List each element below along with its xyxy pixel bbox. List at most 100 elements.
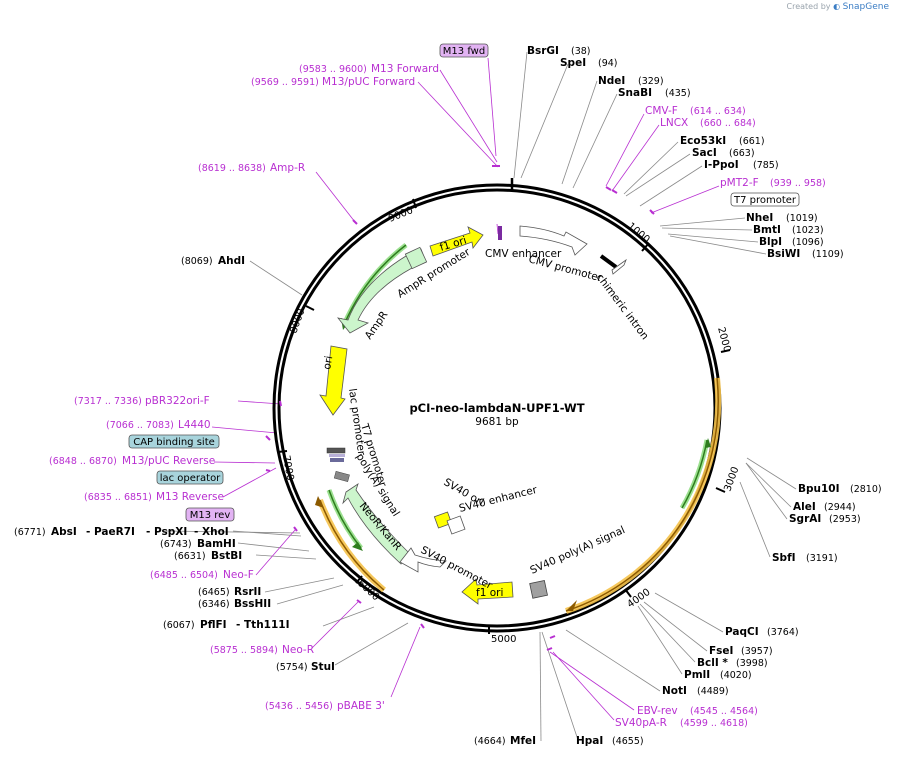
- primer-neo-r[interactable]: (5875 .. 5894)Neo-R: [210, 644, 314, 656]
- watermark-prefix: Created by: [786, 2, 831, 11]
- tick-label-8000: 8000: [288, 307, 307, 335]
- ori-feature[interactable]: [319, 345, 348, 416]
- enzyme-alei[interactable]: AleI(2944): [793, 501, 856, 513]
- enzyme-saci[interactable]: SacI(663): [692, 147, 755, 159]
- chimeric-intron-feature[interactable]: [599, 254, 618, 269]
- primer-m13-puc-forward[interactable]: (9569 .. 9591)M13/pUC Forward: [251, 76, 415, 88]
- primer-marks: [265, 165, 655, 651]
- enzyme-pmli[interactable]: PmlI(4020): [684, 669, 752, 681]
- enzyme-nhei[interactable]: NheI(1019): [746, 212, 818, 224]
- enzyme-noti[interactable]: NotI(4489): [662, 685, 729, 697]
- enzyme-bsiwi[interactable]: BsiWI(1109): [767, 248, 844, 260]
- lac-promoter-label: lac promoter: [346, 388, 367, 457]
- primer-labels: (9583 .. 9600)M13 Forward (9569 .. 9591)…: [49, 63, 826, 729]
- enzyme-bmti[interactable]: BmtI(1023): [753, 224, 824, 236]
- enzyme-bsshii[interactable]: (6346)BssHII: [198, 598, 271, 610]
- tick-label-2000: 2000: [715, 326, 732, 353]
- sv40-promoter-feature[interactable]: [399, 547, 447, 573]
- enzyme-spei[interactable]: SpeI(94): [560, 57, 618, 69]
- snapgene-watermark: Created by ◐ SnapGene: [787, 2, 890, 12]
- primer-m13-puc-reverse[interactable]: (6848 .. 6870)M13/pUC Reverse: [49, 455, 215, 467]
- enzyme-blpi[interactable]: BlpI(1096): [759, 236, 824, 248]
- enzyme-pflfi[interactable]: (6067)PflFI- Tth111I: [163, 619, 290, 631]
- t7-promoter-box[interactable]: [730, 192, 800, 207]
- enzyme-eco53ki[interactable]: Eco53kI(661): [680, 135, 765, 147]
- primer-m13-reverse[interactable]: (6835 .. 6851)M13 Reverse: [84, 491, 224, 503]
- orf-arc-right-line: [565, 377, 719, 612]
- green-arc-neo-arrow: [352, 542, 363, 551]
- enzyme-rsrii[interactable]: (6465)RsrII: [198, 586, 261, 598]
- enzyme-bamhi[interactable]: (6743)BamHI: [160, 538, 236, 550]
- enzyme-hpai[interactable]: HpaI(4655): [576, 735, 644, 747]
- polya-signal-feature[interactable]: [333, 470, 350, 482]
- lac-operator-feature: [330, 458, 344, 462]
- f1-ori-bottom-label: f1 ori: [476, 587, 503, 599]
- ori-label: ori: [321, 355, 335, 371]
- primer-pbabe-3[interactable]: (5436 .. 5456)pBABE 3': [265, 700, 385, 712]
- cap-binding-site-box[interactable]: [128, 434, 220, 449]
- boxed-labels: M13 fwd T7 promoter CAP binding site lac…: [128, 43, 800, 522]
- enzyme-snabi[interactable]: SnaBI(435): [618, 87, 691, 99]
- enzyme-paqci[interactable]: PaqCI(3764): [725, 626, 799, 638]
- f1-ori-bottom-feature[interactable]: [461, 578, 514, 605]
- tick-label-3000: 3000: [722, 465, 741, 493]
- enzyme-ahdi[interactable]: (8069)AhdI: [181, 255, 245, 267]
- lac-operator-label: lac operator: [160, 473, 221, 484]
- sv40-promoter-label: SV40 promoter: [419, 544, 495, 592]
- enzyme-bpu10i[interactable]: Bpu10I(2810): [798, 483, 882, 495]
- sv40-polya-feature[interactable]: [529, 580, 548, 599]
- primer-cmv-f[interactable]: CMV-F(614 .. 634): [645, 105, 746, 117]
- m13-fwd-label: M13 fwd: [443, 46, 485, 57]
- enzyme-leader-lines: [165, 51, 797, 742]
- enzyme-bstbi[interactable]: (6631)BstBI: [174, 550, 242, 562]
- sv40-enhancer-feature[interactable]: [446, 515, 466, 535]
- watermark-brand: SnapGene: [842, 2, 889, 12]
- enzyme-i-ppoi[interactable]: I-PpoI(785): [704, 159, 779, 171]
- chimeric-intron-label: chimeric intron: [594, 272, 651, 343]
- enzyme-fsei[interactable]: FseI(3957): [709, 645, 773, 657]
- tick-label-9000: 9000: [387, 205, 415, 225]
- m13-rev-label: M13 rev: [190, 510, 231, 521]
- green-arc-right-line: [681, 439, 708, 509]
- ampr-promoter-feature[interactable]: [404, 246, 428, 270]
- cmv-enhancer-label: CMV enhancer: [485, 248, 562, 260]
- intron-arrow: [611, 258, 627, 275]
- m13-fwd-site-mark: [498, 226, 502, 240]
- lac-promoter-feature[interactable]: [326, 447, 346, 454]
- primer-sv40pa-r[interactable]: SV40pA-R(4599 .. 4618): [615, 717, 748, 729]
- primer-amp-r[interactable]: (8619 .. 8638)Amp-R: [198, 162, 305, 174]
- enzyme-absi[interactable]: (6771)AbsI- PaeR7I- PspXI- XhoI: [14, 526, 229, 538]
- cap-binding-site-label: CAP binding site: [133, 437, 215, 448]
- enzyme-bcli[interactable]: BclI *(3998): [697, 657, 768, 669]
- enzyme-sgrai[interactable]: SgrAI(2953): [789, 513, 861, 525]
- ampr-feature[interactable]: [337, 248, 427, 334]
- primer-l4440[interactable]: (7066 .. 7083)L4440: [106, 419, 211, 431]
- green-arc-ampr-line: [343, 244, 407, 326]
- scale-ticks: [277, 198, 731, 634]
- cmv-promoter-label: CMV promoter: [527, 253, 604, 284]
- primer-m13-forward[interactable]: (9583 .. 9600)M13 Forward: [299, 63, 439, 75]
- primer-ebv-rev[interactable]: EBV-rev(4545 .. 4564): [637, 705, 758, 717]
- enzyme-mfei[interactable]: (4664)MfeI: [474, 735, 536, 747]
- primer-leader-lines: [211, 57, 720, 721]
- primer-lncx[interactable]: LNCX(660 .. 684): [660, 117, 756, 129]
- backbone-inner-strand: [277, 188, 717, 628]
- lac-operator-box[interactable]: [156, 470, 224, 485]
- snapgene-logo-icon: ◐: [833, 2, 841, 11]
- primer-pbr322ori-f[interactable]: (7317 .. 7336)pBR322ori-F: [74, 395, 210, 407]
- enzyme-stui[interactable]: (5754)StuI: [276, 661, 335, 673]
- cmv-enhancer-feature[interactable]: [519, 225, 588, 256]
- plasmid-name: pCI-neo-lambdaN-UPF1-WT: [409, 401, 584, 415]
- enzyme-ndei[interactable]: NdeI(329): [598, 75, 664, 87]
- m13-fwd-box[interactable]: [439, 43, 489, 58]
- enzyme-sbfi[interactable]: SbfI(3191): [772, 552, 838, 564]
- ampr-label: AmpR: [363, 309, 391, 342]
- enzyme-bsrgi[interactable]: BsrGI(38): [527, 45, 591, 57]
- primer-neo-f[interactable]: (6485 .. 6504)Neo-F: [150, 569, 254, 581]
- orf-arc-right-arrow: [566, 600, 577, 611]
- f1-ori-top-feature[interactable]: [429, 226, 484, 257]
- sv40-ori-feature[interactable]: [433, 511, 453, 529]
- primer-pmt2-f[interactable]: pMT2-F(939 .. 958): [720, 177, 826, 189]
- m13-rev-box[interactable]: [185, 507, 235, 522]
